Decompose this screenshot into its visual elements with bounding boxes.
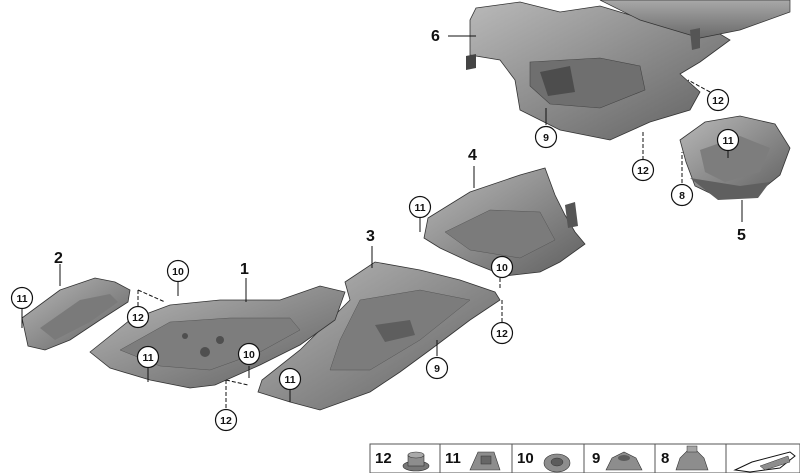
svg-text:10: 10 (243, 349, 255, 361)
fastener-legend: 12 11 10 9 (369, 443, 800, 473)
part-4-shield (423, 167, 586, 277)
part-2-shield (21, 277, 131, 351)
svg-text:8: 8 (679, 190, 685, 202)
callout-11-part3: 11 (278, 367, 302, 391)
part-number-labels: 6 4 5 3 1 2 (54, 28, 746, 278)
legend-item-12: 12 (375, 450, 430, 472)
part-3-shield (257, 261, 501, 411)
svg-text:12: 12 (637, 165, 649, 177)
svg-text:11: 11 (284, 374, 295, 386)
svg-text:12: 12 (712, 95, 724, 107)
part-label-3: 3 (366, 228, 375, 245)
callout-9-part3: 9 (425, 356, 449, 380)
svg-text:9: 9 (543, 132, 549, 144)
spacer-nut-icon (675, 445, 709, 471)
svg-text:11: 11 (722, 135, 733, 147)
part-label-5: 5 (737, 227, 746, 244)
svg-text:11: 11 (414, 202, 425, 214)
svg-text:11: 11 (16, 293, 27, 305)
callout-10-part1-mid: 10 (237, 342, 261, 366)
callout-11-part1: 11 (136, 345, 160, 369)
expanding-nut-icon (605, 451, 643, 471)
part-5-heat-shield (679, 115, 791, 200)
callout-12-mid: 12 (631, 158, 655, 182)
svg-text:12: 12 (375, 450, 392, 467)
callout-12-top: 12 (706, 88, 730, 112)
legend-item-8: 8 (661, 445, 709, 471)
svg-text:10: 10 (517, 450, 534, 467)
part-label-1: 1 (240, 261, 249, 278)
callout-12-part2: 12 (126, 305, 150, 329)
svg-text:11: 11 (142, 352, 153, 364)
svg-text:9: 9 (592, 450, 600, 467)
callout-markers: 9 12 11 12 8 11 10 12 (10, 88, 740, 432)
legend-item-10: 10 (517, 450, 571, 473)
panel-shape-icon (733, 451, 796, 473)
callout-8: 8 (670, 183, 694, 207)
clip-nut-icon (469, 451, 501, 471)
nut-icon (402, 451, 430, 472)
callout-10-part1-top: 10 (166, 259, 190, 283)
leader-lines (21, 35, 743, 408)
callout-10-part4: 10 (490, 255, 514, 279)
svg-text:10: 10 (496, 262, 508, 274)
callout-12-part4: 12 (490, 321, 514, 345)
callout-11-part4: 11 (408, 195, 432, 219)
round-nut-icon (543, 453, 571, 473)
callout-9-top: 9 (534, 125, 558, 149)
svg-text:8: 8 (661, 450, 669, 467)
legend-item-9: 9 (592, 450, 643, 471)
legend-item-11: 11 (445, 450, 501, 471)
svg-text:9: 9 (434, 363, 440, 375)
svg-text:12: 12 (220, 415, 232, 427)
svg-text:12: 12 (496, 328, 508, 340)
svg-text:10: 10 (172, 266, 184, 278)
callout-12-part1-bottom: 12 (214, 408, 238, 432)
part-label-2: 2 (54, 250, 63, 267)
part-label-4: 4 (468, 147, 477, 164)
svg-text:11: 11 (445, 450, 461, 467)
svg-text:12: 12 (132, 312, 144, 324)
part-label-6: 6 (431, 28, 440, 45)
callout-11-part2: 11 (10, 286, 34, 310)
callout-11-right: 11 (716, 128, 740, 152)
part-6-shield (466, 0, 791, 141)
